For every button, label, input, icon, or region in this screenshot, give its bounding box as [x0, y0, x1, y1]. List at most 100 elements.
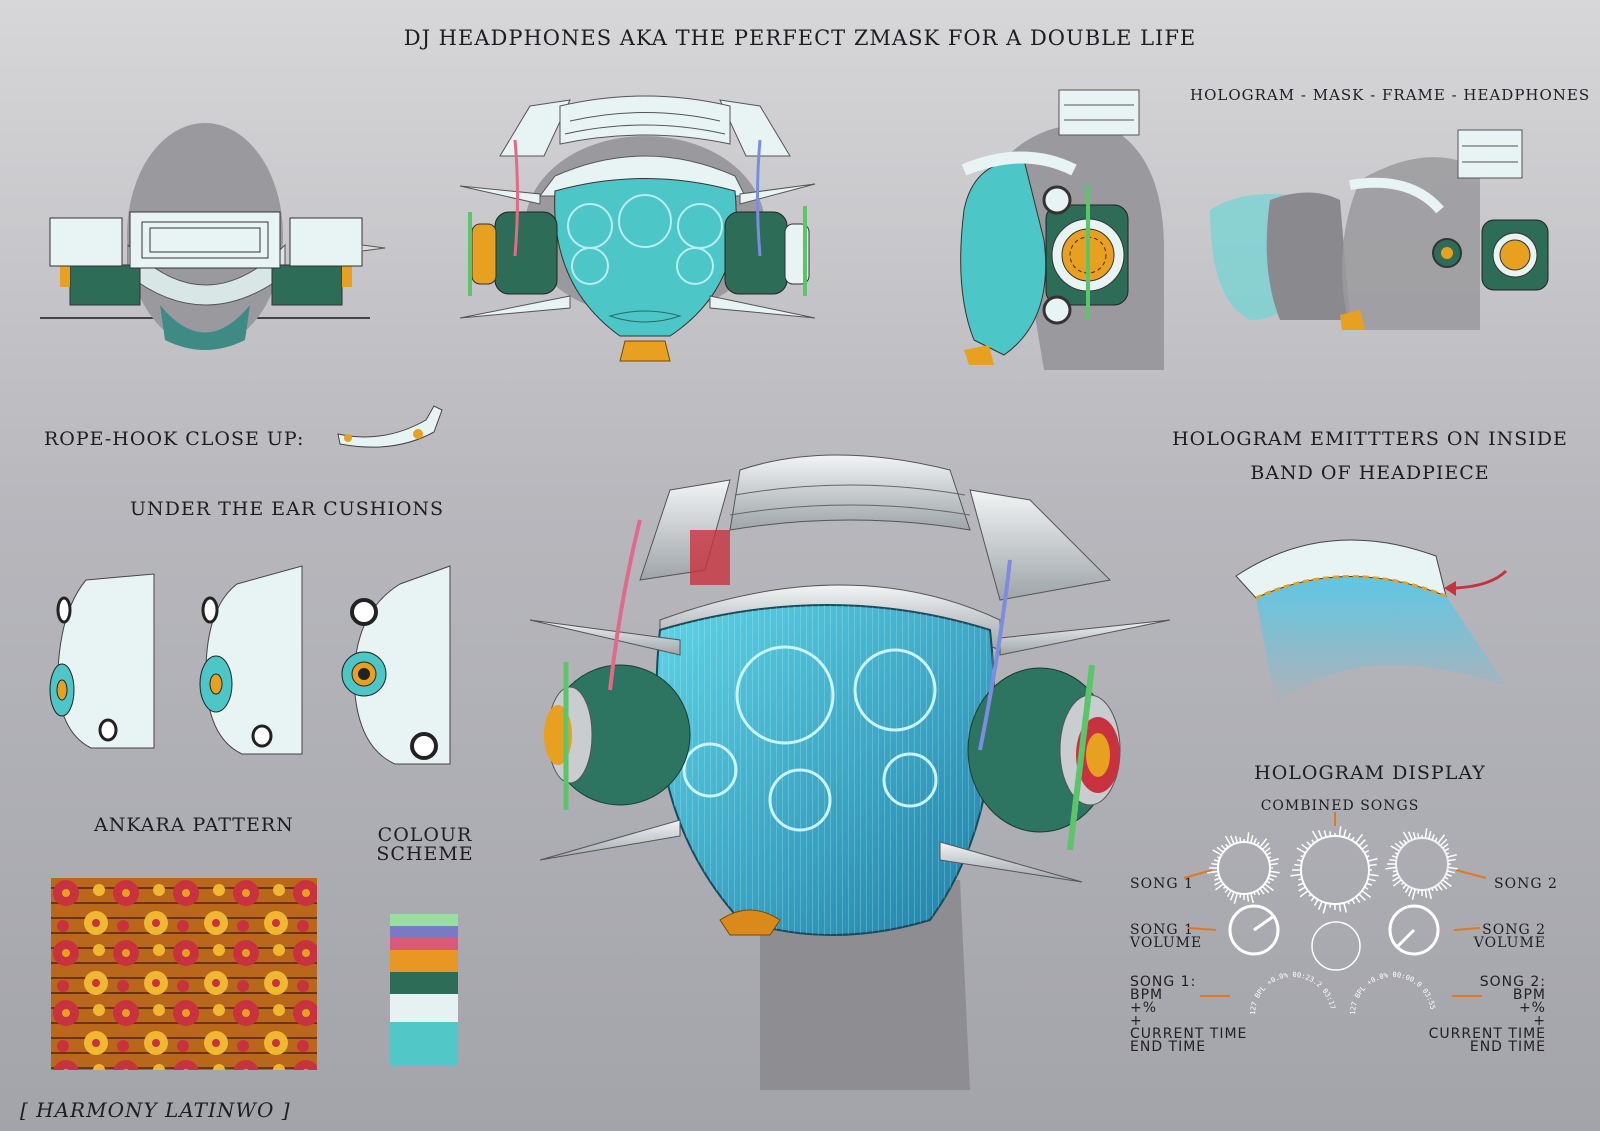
waveform-spike [1402, 884, 1407, 890]
waveform-spike [1358, 893, 1366, 901]
waveform-spike [1329, 831, 1332, 837]
waveform-spike [1434, 837, 1438, 842]
back-view-illustration [40, 123, 386, 350]
song2-label: SONG 2 [1494, 876, 1558, 892]
waveform-spike [1338, 826, 1342, 837]
waveform-spike [1224, 835, 1232, 846]
waveform-spike [1417, 889, 1420, 894]
waveform-spike [1239, 837, 1242, 843]
waveform-spike [1264, 847, 1271, 853]
waveform-spike [1216, 846, 1224, 853]
hologram-display-graphics: 127 BPL +0.0% 00:23.2 03:17 127 BPL +0.0… [1183, 812, 1487, 1015]
waveform-spike [1294, 863, 1302, 867]
waveform-spike [1299, 890, 1309, 898]
waveform-spike [1437, 834, 1446, 844]
waveform-spike [1424, 889, 1428, 898]
waveform-spike [1351, 899, 1356, 905]
waveform-spike [1361, 844, 1368, 850]
waveform-spike [1444, 847, 1450, 852]
waveform-spike [1253, 891, 1256, 896]
waveform-spike [1439, 838, 1448, 847]
waveform-spike [1212, 849, 1222, 856]
song1-info-end-time: END TIME [1130, 1039, 1207, 1055]
hologram-emitters-label-line1: HOLOGRAM EMITTTERS ON INSIDE [1172, 428, 1568, 450]
waveform-spike [1385, 866, 1397, 870]
waveform-spike [1266, 880, 1271, 884]
song1-info-plus: + [1130, 1013, 1143, 1029]
colour-swatch [390, 1022, 458, 1066]
under-ear-cushion-2 [199, 565, 303, 755]
waveform-spike [1364, 886, 1369, 890]
waveform-spike [1412, 831, 1416, 840]
song1-info-title: SONG 1: [1130, 974, 1197, 990]
waveform-spike [1317, 829, 1323, 839]
waveform-spike [1366, 882, 1373, 887]
waveform-spike [1296, 847, 1306, 854]
waveform-spike [1253, 838, 1257, 845]
artist-signature: [ HARMONY LATINWO ] [20, 1098, 291, 1122]
waveform-spike [1407, 831, 1413, 841]
waveform-spike [1317, 901, 1323, 911]
waveform-spike [1261, 885, 1270, 894]
waveform-spike [1225, 843, 1229, 848]
waveform-spike [1297, 859, 1303, 862]
colour-swatch [390, 938, 458, 950]
main-headphones-render [529, 454, 1171, 1090]
waveform-spike [1306, 841, 1312, 847]
under-ear-cushions-label: UNDER THE EAR CUSHIONS [130, 498, 445, 520]
waveform-spike [1417, 833, 1420, 839]
song1-dial-readout: 127 BPL +0.0% 00:23.2 03:17 [1249, 971, 1337, 1015]
waveform-spike [1322, 902, 1327, 914]
song1-info-bpm: BPM [1130, 987, 1164, 1003]
hologram-sequence-label: HOLOGRAM - MASK - FRAME - HEADPHONES [1190, 86, 1591, 104]
waveform-spike [1264, 883, 1274, 892]
waveform-spike [1367, 857, 1378, 862]
waveform-spike [1211, 862, 1219, 866]
waveform-spike [1229, 835, 1235, 845]
waveform-spike [1269, 862, 1278, 866]
song1-info-block: SONG 1: BPM +% + CURRENT TIME END TIME [1130, 974, 1247, 1055]
waveform-spike [1222, 885, 1227, 890]
waveform-spike [1250, 834, 1254, 844]
waveform-spike [1329, 903, 1332, 908]
waveform-spike [1368, 873, 1379, 877]
waveform-spike [1269, 870, 1280, 874]
song1-volume-label-a: SONG 1 [1130, 922, 1194, 938]
waveform-spike [1404, 886, 1410, 893]
waveform-spike [1392, 870, 1398, 873]
waveform-spike [1300, 855, 1304, 858]
page-title: DJ HEADPHONES AKA THE PERFECT ZMASK FOR … [403, 26, 1197, 50]
waveform-spike [1390, 845, 1400, 852]
waveform-spike [1358, 839, 1366, 847]
waveform-spike [1267, 856, 1272, 859]
waveform-spike [1297, 882, 1304, 887]
waveform-spike [1347, 901, 1350, 905]
waveform-spike [1268, 857, 1279, 862]
waveform-spike [1351, 836, 1355, 841]
waveform-spike [1392, 876, 1400, 882]
waveform-spike [1428, 888, 1433, 899]
waveform-spike [1229, 891, 1235, 901]
waveform-spike [1246, 832, 1250, 843]
waveform-spike [1311, 830, 1319, 841]
hologram-emitter-band-illustration [1235, 539, 1508, 706]
waveform-spike [1403, 839, 1407, 844]
hologram-emitters-label-line2: BAND OF HEADPIECE [1250, 462, 1490, 484]
waveform-spike [1256, 890, 1261, 896]
waveform-spike [1447, 866, 1458, 870]
waveform-spike [1216, 856, 1221, 859]
song2-info-bpm: BPM [1512, 987, 1546, 1003]
waveform-spike [1398, 840, 1405, 847]
song2-info-title: SONG 2: [1479, 974, 1546, 990]
waveform-spike [1366, 855, 1370, 858]
hologram-mask-frame-headphones-sequence [1210, 129, 1549, 330]
waveform-spike [1424, 828, 1428, 839]
waveform-spike [1447, 858, 1456, 862]
waveform-spike [1310, 896, 1315, 902]
song1-volume-label-b: VOLUME [1130, 935, 1203, 951]
waveform-spike [1213, 859, 1220, 862]
waveform-spike [1402, 831, 1410, 842]
side-view-illustration [960, 89, 1164, 370]
svg-text:127 BPL +0.0% 00:00.0 03:55: 127 BPL +0.0% 00:00.0 03:55 [1349, 971, 1437, 1015]
song2-volume-label-a: SONG 2 [1482, 922, 1546, 938]
